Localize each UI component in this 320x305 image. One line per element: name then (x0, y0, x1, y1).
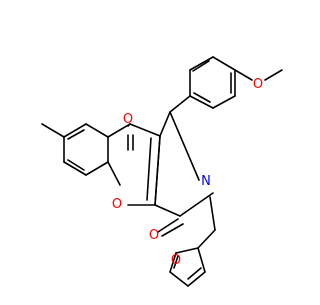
bond-line (187, 271, 206, 287)
bond-line (169, 111, 200, 181)
bond-line (157, 218, 179, 233)
bond-line (179, 192, 214, 217)
bond-line (212, 95, 236, 109)
bond-line (161, 223, 184, 237)
atom-label-carbonyl-o-bottom: O (149, 228, 159, 243)
bond-line (154, 204, 181, 217)
bond-line (193, 92, 211, 103)
bond-line (154, 135, 161, 206)
bond-line (67, 159, 85, 171)
bond-line (192, 60, 210, 72)
bond-line (85, 161, 109, 176)
bond-line (107, 161, 121, 186)
bond-line (107, 123, 131, 138)
bond-lines (41, 56, 283, 287)
atom-label-furan-o: O (171, 253, 181, 268)
bond-line (169, 95, 191, 113)
atom-label-chromene-o: O (112, 197, 122, 212)
bond-line (129, 123, 161, 137)
structure-canvas: O O O N O O (41, 56, 283, 287)
bond-line (173, 255, 179, 269)
bond-line (175, 247, 199, 254)
bond-line (63, 123, 87, 138)
bond-line (197, 247, 206, 273)
atom-label-carbonyl-o-top: O (123, 112, 133, 127)
bond-line (159, 111, 171, 137)
bond-line (264, 69, 283, 81)
atom-label-lactam-n: N (201, 174, 211, 189)
bond-line (85, 123, 109, 138)
molecule-structure: O O O N O O (41, 56, 283, 287)
bond-line (67, 129, 85, 140)
bond-line (146, 137, 152, 201)
bond-line (169, 252, 177, 273)
atom-label-methoxy-o: O (253, 77, 263, 92)
bond-line (189, 95, 214, 109)
bond-line (169, 271, 189, 287)
bond-line (234, 69, 253, 81)
bond-line (187, 267, 202, 280)
bond-line (197, 229, 216, 249)
bond-line (212, 56, 236, 71)
bond-line (41, 123, 65, 138)
atom-labels: O O O N O O (112, 77, 263, 268)
bond-line (189, 56, 214, 71)
bond-line (63, 161, 87, 176)
bond-line (209, 196, 216, 231)
